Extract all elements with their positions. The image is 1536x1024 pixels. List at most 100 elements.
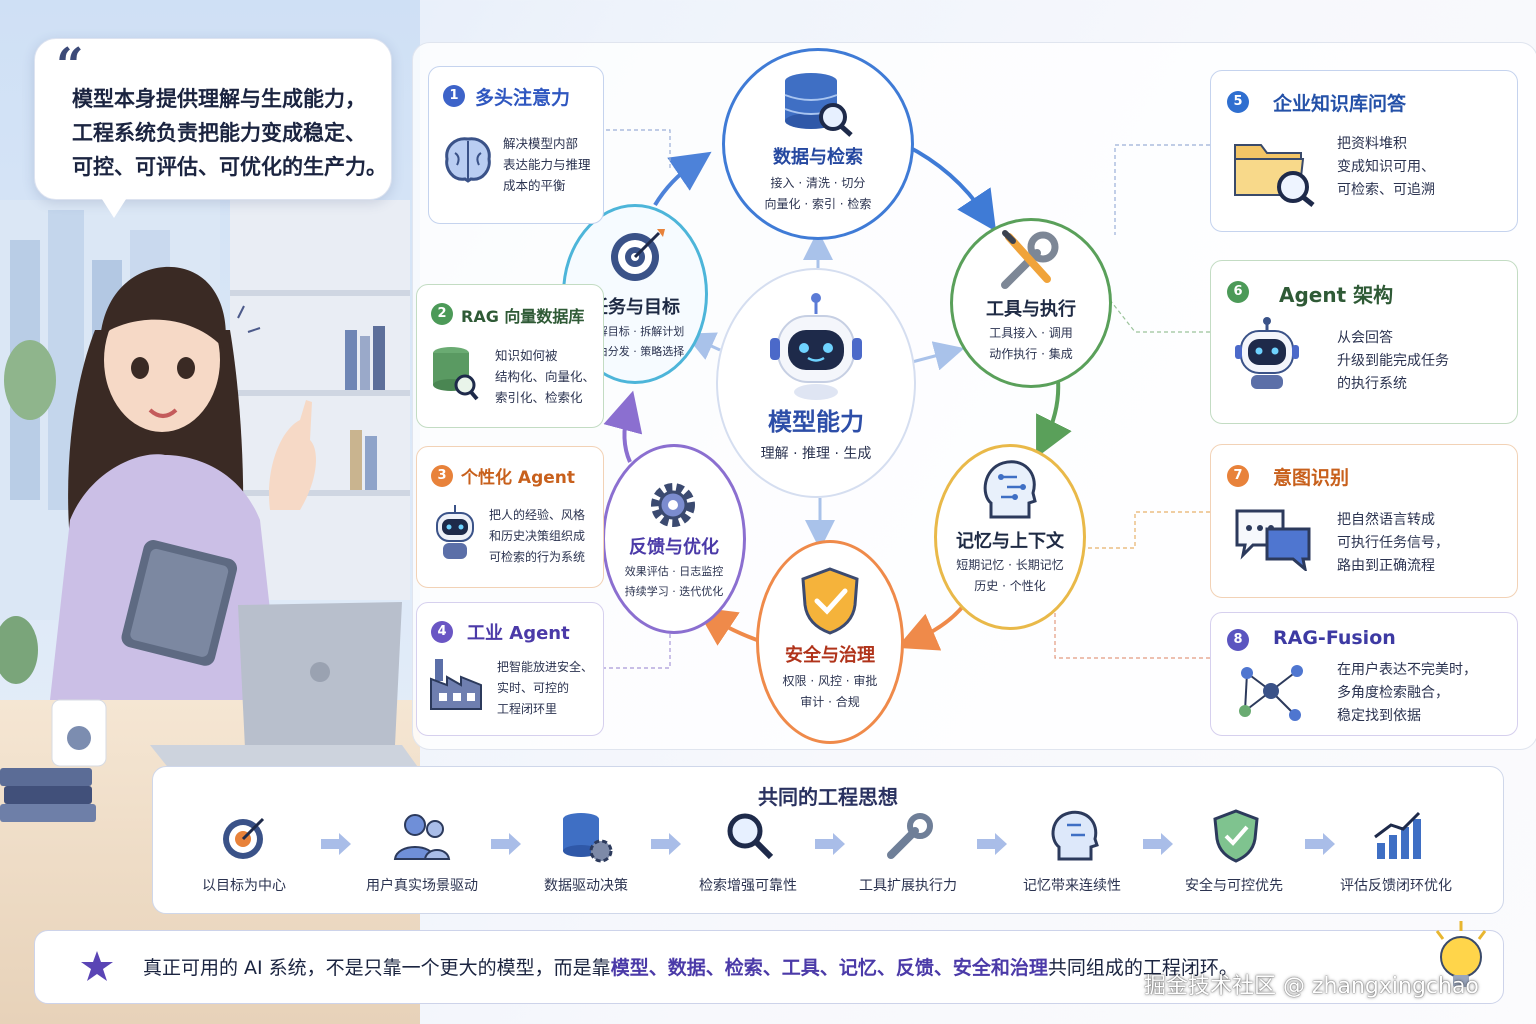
card-description: 把人的经验、风格 和历史决策组织成 可检索的行为系统 [489,505,585,568]
gear-icon [651,483,695,527]
card-number-badge: 8 [1227,629,1249,651]
magnifier-icon [727,813,774,860]
network-graph-icon [1239,665,1303,721]
card-title: Agent 架构 [1279,283,1394,307]
wrench-screwdriver-icon [1001,230,1059,289]
summary-suffix: 共同组成的工程闭环。 [1047,957,1238,979]
card-line: 表达能力与推理 [503,157,591,172]
robot-icon [770,293,862,400]
card-title: 多头注意力 [475,87,571,109]
principle-label: 用户真实场景驱动 [366,878,478,894]
quote-line: 可控、可评估、可优化的生产力。 [72,155,387,179]
card-intent-recognition: 7 意图识别 把自然语言转成 可执行任务信号， 路由到正确流程 [1210,444,1518,598]
cycle-node-title: 数据与检索 [773,147,863,168]
cycle-node-line: 动作执行 · 集成 [989,347,1073,361]
summary-term: 记忆 [838,957,877,979]
card-line: 可检索、可追溯 [1337,182,1435,198]
cycle-node-line: 权限 · 风控 · 审批 [782,674,878,688]
cycle-node-line: 理解目标 · 拆解计划 [585,325,685,338]
star-icon [81,951,113,981]
robot-icon [436,505,474,559]
card-line: 知识如何被 [495,348,558,363]
summary-text: 真正可用的 AI 系统，不是只靠一个更大的模型，而是靠模型、数据、检索、工具、记… [143,953,1238,980]
principles-title: 共同的工程思想 [758,785,898,809]
card-line: 升级到能完成任务 [1337,353,1449,369]
cycle-node-line: 路由分发 · 策略选择 [585,345,685,358]
cycle-node-line: 审计 · 合规 [800,695,860,709]
shield-check-icon [801,567,859,635]
card-agent-architecture: 6 Agent 架构 从会回答 升级到能完成任务 的执行系统 [1210,260,1518,424]
card-line: 解决模型内部 [503,136,579,151]
principle-label: 安全与可控优先 [1185,878,1283,894]
database-gear-icon [563,813,613,863]
summary-term: 数据 [667,957,706,979]
principle-label: 检索增强可靠性 [699,878,797,894]
cycle-node-title: 安全与治理 [785,645,875,666]
card-title: 企业知识库问答 [1273,93,1407,115]
summary-term: 安全和治理 [952,957,1048,979]
card-line: 变成知识可用、 [1337,159,1435,175]
summary-separator: 、 [762,957,782,979]
card-number-badge: 6 [1227,281,1249,303]
summary-separator: 、 [705,957,725,979]
principle-label: 工具扩展执行力 [859,878,957,894]
principle-label: 数据驱动决策 [544,878,628,894]
card-line: 可执行任务信号， [1337,535,1449,551]
summary-term: 模型 [610,957,649,979]
card-title: RAG-Fusion [1273,627,1396,649]
card-line: 多角度检索融合， [1337,685,1449,701]
card-line: 结构化、向量化、 [495,369,596,384]
card-multi-head-attention: 1 多头注意力 解决模型内部 表达能力与推理 成本的平衡 [428,66,604,224]
card-description: 知识如何被 结构化、向量化、 索引化、检索化 [495,345,595,408]
card-line: 实时、可控的 [497,681,570,695]
brain-icon [445,137,491,183]
robot-icon [1235,317,1299,389]
summary-separator: 、 [933,957,953,979]
card-number-badge: 4 [431,621,453,643]
card-number-badge: 2 [431,303,453,325]
card-line: 把人的经验、风格 [489,508,586,522]
watermark: 掘金技术社区 @ zhangxingchao [1144,974,1479,999]
cycle-node-line: 历史 · 个性化 [974,579,1046,593]
summary-separator: 、 [876,957,896,979]
shield-check-icon [1213,809,1259,863]
card-description: 在用户表达不完美时， 多角度检索融合， 稳定找到依据 [1337,659,1477,728]
summary-banner: 真正可用的 AI 系统，不是只靠一个更大的模型，而是靠模型、数据、检索、工具、记… [34,921,1504,1004]
principle-label: 以目标为中心 [202,878,286,894]
card-title: RAG 向量数据库 [461,307,585,326]
card-line: 索引化、检索化 [495,390,583,405]
card-number-badge: 3 [431,465,453,487]
summary-prefix: 真正可用的 AI 系统，不是只靠一个更大的模型，而是靠 [143,957,611,979]
card-description: 解决模型内部 表达能力与推理 成本的平衡 [503,133,591,196]
card-line: 工程闭环里 [497,702,558,716]
cycle-node-data-retrieval: 数据与检索 接入 · 清洗 · 切分 向量化 · 索引 · 检索 [722,48,914,240]
card-enterprise-kb-qa: 5 企业知识库问答 把资料堆积 变成知识可用、 可检索、可追溯 [1210,70,1518,232]
target-icon [223,817,265,859]
card-personalized-agent: 3 个性化 Agent 把人的经验、风格 和历史决策组织成 可检索的行为系统 [416,446,604,588]
quote-text: 模型本身提供理解与生成能力， 工程系统负责把能力变成稳定、 可控、可评估、可优化… [72,82,392,184]
cycle-node-memory-context: 记忆与上下文 短期记忆 · 长期记忆 历史 · 个性化 [934,444,1086,630]
card-industrial-agent: 4 工业 Agent 把智能放进安全、 实时、可控的 工程闭环里 [416,602,604,736]
cycle-node-safety-governance: 安全与治理 权限 · 风控 · 审批 审计 · 合规 [756,540,904,744]
card-line: 成本的平衡 [503,178,566,193]
growth-chart-icon [1374,811,1421,859]
shared-principles-panel: 共同的工程思想 以目标为中心 用户真实场景驱动 数据驱动决策 检索增强可靠性 [152,766,1504,914]
card-title: 意图识别 [1273,467,1350,489]
card-line: 从会回答 [1337,330,1393,346]
card-number-badge: 7 [1227,465,1249,487]
cycle-node-title: 工具与执行 [986,299,1076,320]
card-description: 把资料堆积 变成知识可用、 可检索、可追溯 [1337,133,1435,202]
card-line: 路由到正确流程 [1337,558,1435,574]
card-rag-vector-db: 2 RAG 向量数据库 知识如何被 结构化、向量化、 索引化、检索化 [416,284,604,428]
card-line: 和历史决策组织成 [489,529,586,543]
card-description: 把自然语言转成 可执行任务信号， 路由到正确流程 [1337,509,1449,578]
cycle-node-tools-execution: 工具与执行 工具接入 · 调用 动作执行 · 集成 [950,218,1112,388]
cycle-node-line: 向量化 · 索引 · 检索 [764,197,872,211]
factory-icon [430,659,482,710]
cycle-node-line: 接入 · 清洗 · 切分 [770,176,866,190]
card-line: 在用户表达不完美时， [1337,662,1477,678]
database-search-icon [433,347,479,401]
quote-line: 工程系统负责把能力变成稳定、 [72,121,366,145]
cycle-node-line: 持续学习 · 迭代优化 [624,585,724,598]
